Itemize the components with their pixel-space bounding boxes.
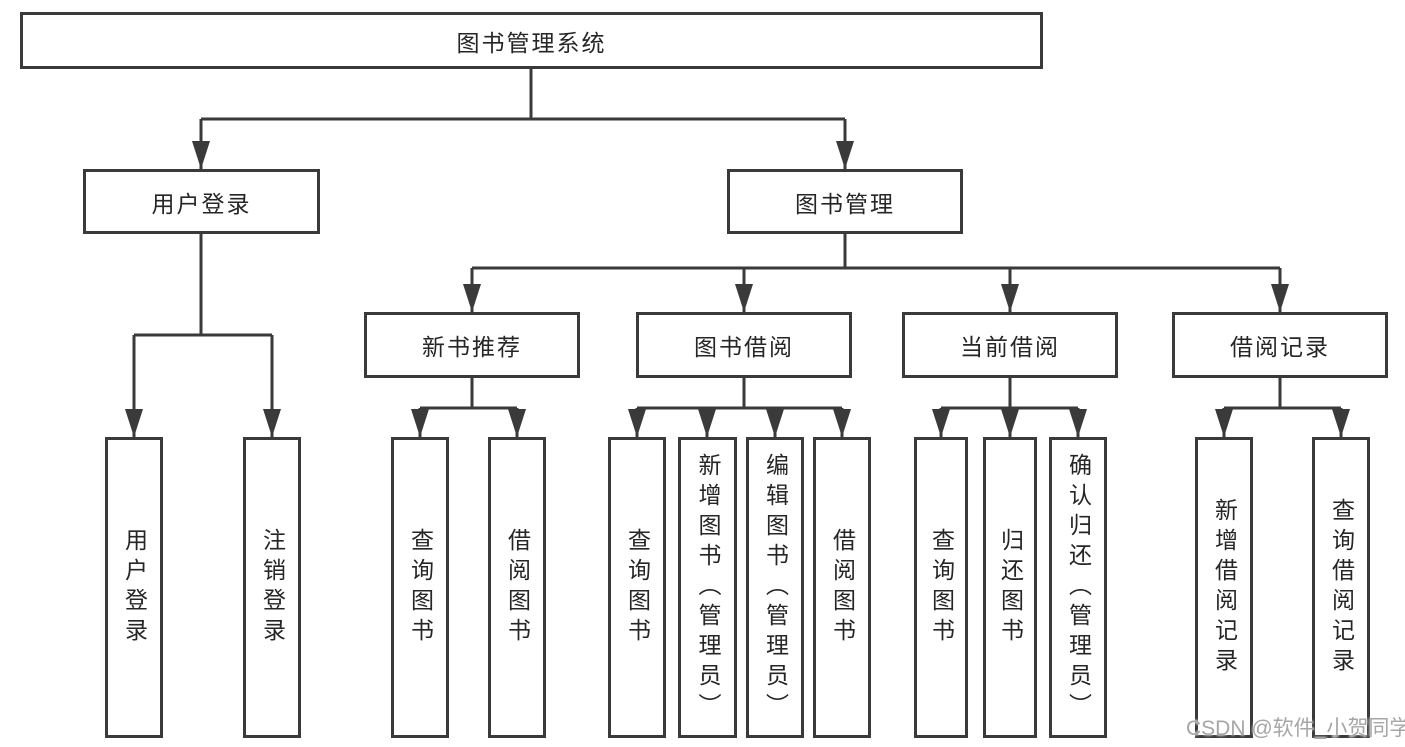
node-borrow-records-label: 借阅记录: [1230, 334, 1330, 360]
leaf-borrow-borrow-book: 借阅图书: [813, 437, 871, 738]
leaf-borrow-query: 查询图书: [608, 437, 666, 738]
leaf-borrow-edit-book-admin-label: 编辑图书（管理员）: [762, 452, 789, 723]
node-borrow-records: 借阅记录: [1172, 312, 1388, 378]
csdn-watermark: CSDN @软件_小贺同学: [1186, 717, 1405, 740]
node-new-book-recommend-label: 新书推荐: [422, 334, 522, 360]
leaf-user-login: 用户登录: [105, 437, 163, 738]
node-user-login: 用户登录: [83, 169, 320, 234]
connector-lines: [132, 67, 1343, 437]
leaf-logout-label: 注销登录: [259, 527, 286, 648]
leaf-records-query: 查询借阅记录: [1312, 437, 1370, 738]
leaf-records-add: 新增借阅记录: [1195, 437, 1253, 738]
leaf-newbooks-borrow-label: 借阅图书: [504, 527, 531, 648]
node-book-management-label: 图书管理: [795, 190, 895, 217]
arrow-down-icons: [125, 141, 1350, 437]
node-new-book-recommend: 新书推荐: [364, 312, 580, 378]
node-user-login-label: 用户登录: [151, 190, 252, 217]
node-current-borrow-label: 当前借阅: [960, 334, 1060, 360]
leaf-records-add-label: 新增借阅记录: [1211, 497, 1238, 678]
leaf-logout: 注销登录: [243, 437, 301, 738]
leaf-newbooks-query-label: 查询图书: [407, 527, 434, 648]
leaf-borrow-add-book-admin-label: 新增图书（管理员）: [695, 452, 721, 723]
leaf-newbooks-query: 查询图书: [391, 437, 449, 738]
leaf-newbooks-borrow: 借阅图书: [488, 437, 546, 738]
node-current-borrow: 当前借阅: [902, 312, 1118, 378]
leaf-current-return-label: 归还图书: [997, 527, 1024, 648]
node-book-borrow: 图书借阅: [636, 312, 852, 378]
leaf-borrow-add-book-admin: 新增图书（管理员）: [678, 437, 737, 738]
leaf-user-login-label: 用户登录: [121, 527, 148, 648]
leaf-borrow-query-label: 查询图书: [624, 527, 651, 648]
node-book-borrow-label: 图书借阅: [694, 334, 794, 360]
node-book-management: 图书管理: [727, 169, 963, 234]
leaf-current-confirm-return-admin: 确认归还（管理员）: [1049, 437, 1107, 738]
leaf-borrow-borrow-book-label: 借阅图书: [829, 527, 856, 648]
node-root-label: 图书管理系统: [456, 29, 607, 56]
leaf-current-query: 查询图书: [914, 437, 968, 738]
leaf-borrow-edit-book-admin: 编辑图书（管理员）: [746, 437, 804, 738]
leaf-records-query-label: 查询借阅记录: [1328, 497, 1355, 678]
leaf-current-confirm-return-admin-label: 确认归还（管理员）: [1065, 452, 1092, 723]
leaf-current-return: 归还图书: [983, 437, 1037, 738]
leaf-current-query-label: 查询图书: [928, 527, 955, 648]
node-root-system: 图书管理系统: [20, 12, 1043, 69]
